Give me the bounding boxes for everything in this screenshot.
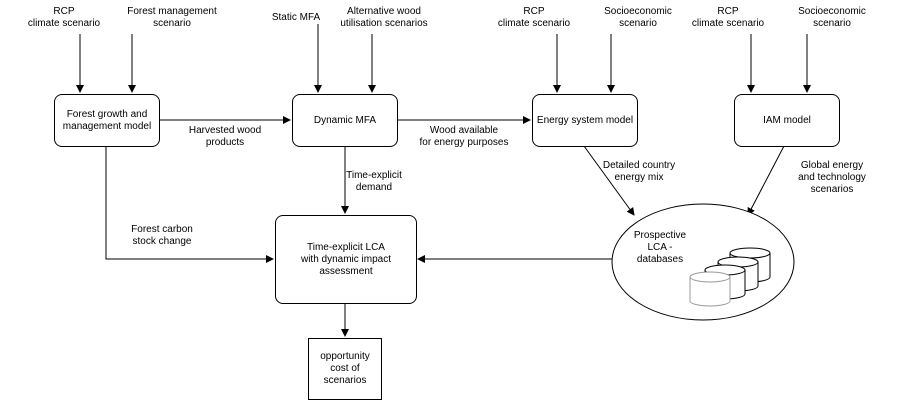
edge-time-explicit-demand: Time-explicit demand: [346, 170, 402, 193]
arrow-iam-to-prospective: [747, 145, 785, 216]
energy-system-box: Energy system model: [532, 94, 638, 147]
edge-wood-available: Wood available for energy purposes: [419, 125, 509, 148]
opportunity-box: opportunity cost of scenarios: [308, 338, 382, 400]
iam-box: IAM model: [734, 94, 840, 147]
input-socio-2: Socioeconomic scenario: [798, 6, 866, 29]
prospective-ellipse: [611, 203, 795, 321]
edge-global-energy: Global energy and technology scenarios: [798, 160, 866, 195]
input-socio-1: Socioeconomic scenario: [604, 6, 672, 29]
arrow-energy-to-prospective: [583, 145, 635, 216]
arrow-forest-to-lca: [105, 147, 274, 263]
database-icon: [689, 247, 771, 307]
edge-detailed-mix: Detailed country energy mix: [602, 160, 676, 183]
edge-forest-carbon: Forest carbon stock change: [131, 224, 193, 247]
lca-box: Time-explicit LCA with dynamic impact as…: [275, 215, 417, 304]
input-forest-management: Forest management scenario: [127, 6, 217, 29]
input-alt-wood: Alternative wood utilisation scenarios: [340, 6, 428, 29]
input-rcp-3: RCP climate scenario: [691, 6, 765, 29]
dynamic-mfa-box: Dynamic MFA: [292, 94, 398, 147]
input-static-mfa: Static MFA: [271, 12, 321, 23]
forest-growth-box: Forest growth and management model: [54, 94, 160, 147]
edge-harvested: Harvested wood products: [188, 125, 262, 148]
input-rcp-1: RCP climate scenario: [27, 6, 101, 29]
input-rcp-2: RCP climate scenario: [497, 6, 571, 29]
prospective-label: Prospective LCA - databases: [633, 230, 687, 265]
